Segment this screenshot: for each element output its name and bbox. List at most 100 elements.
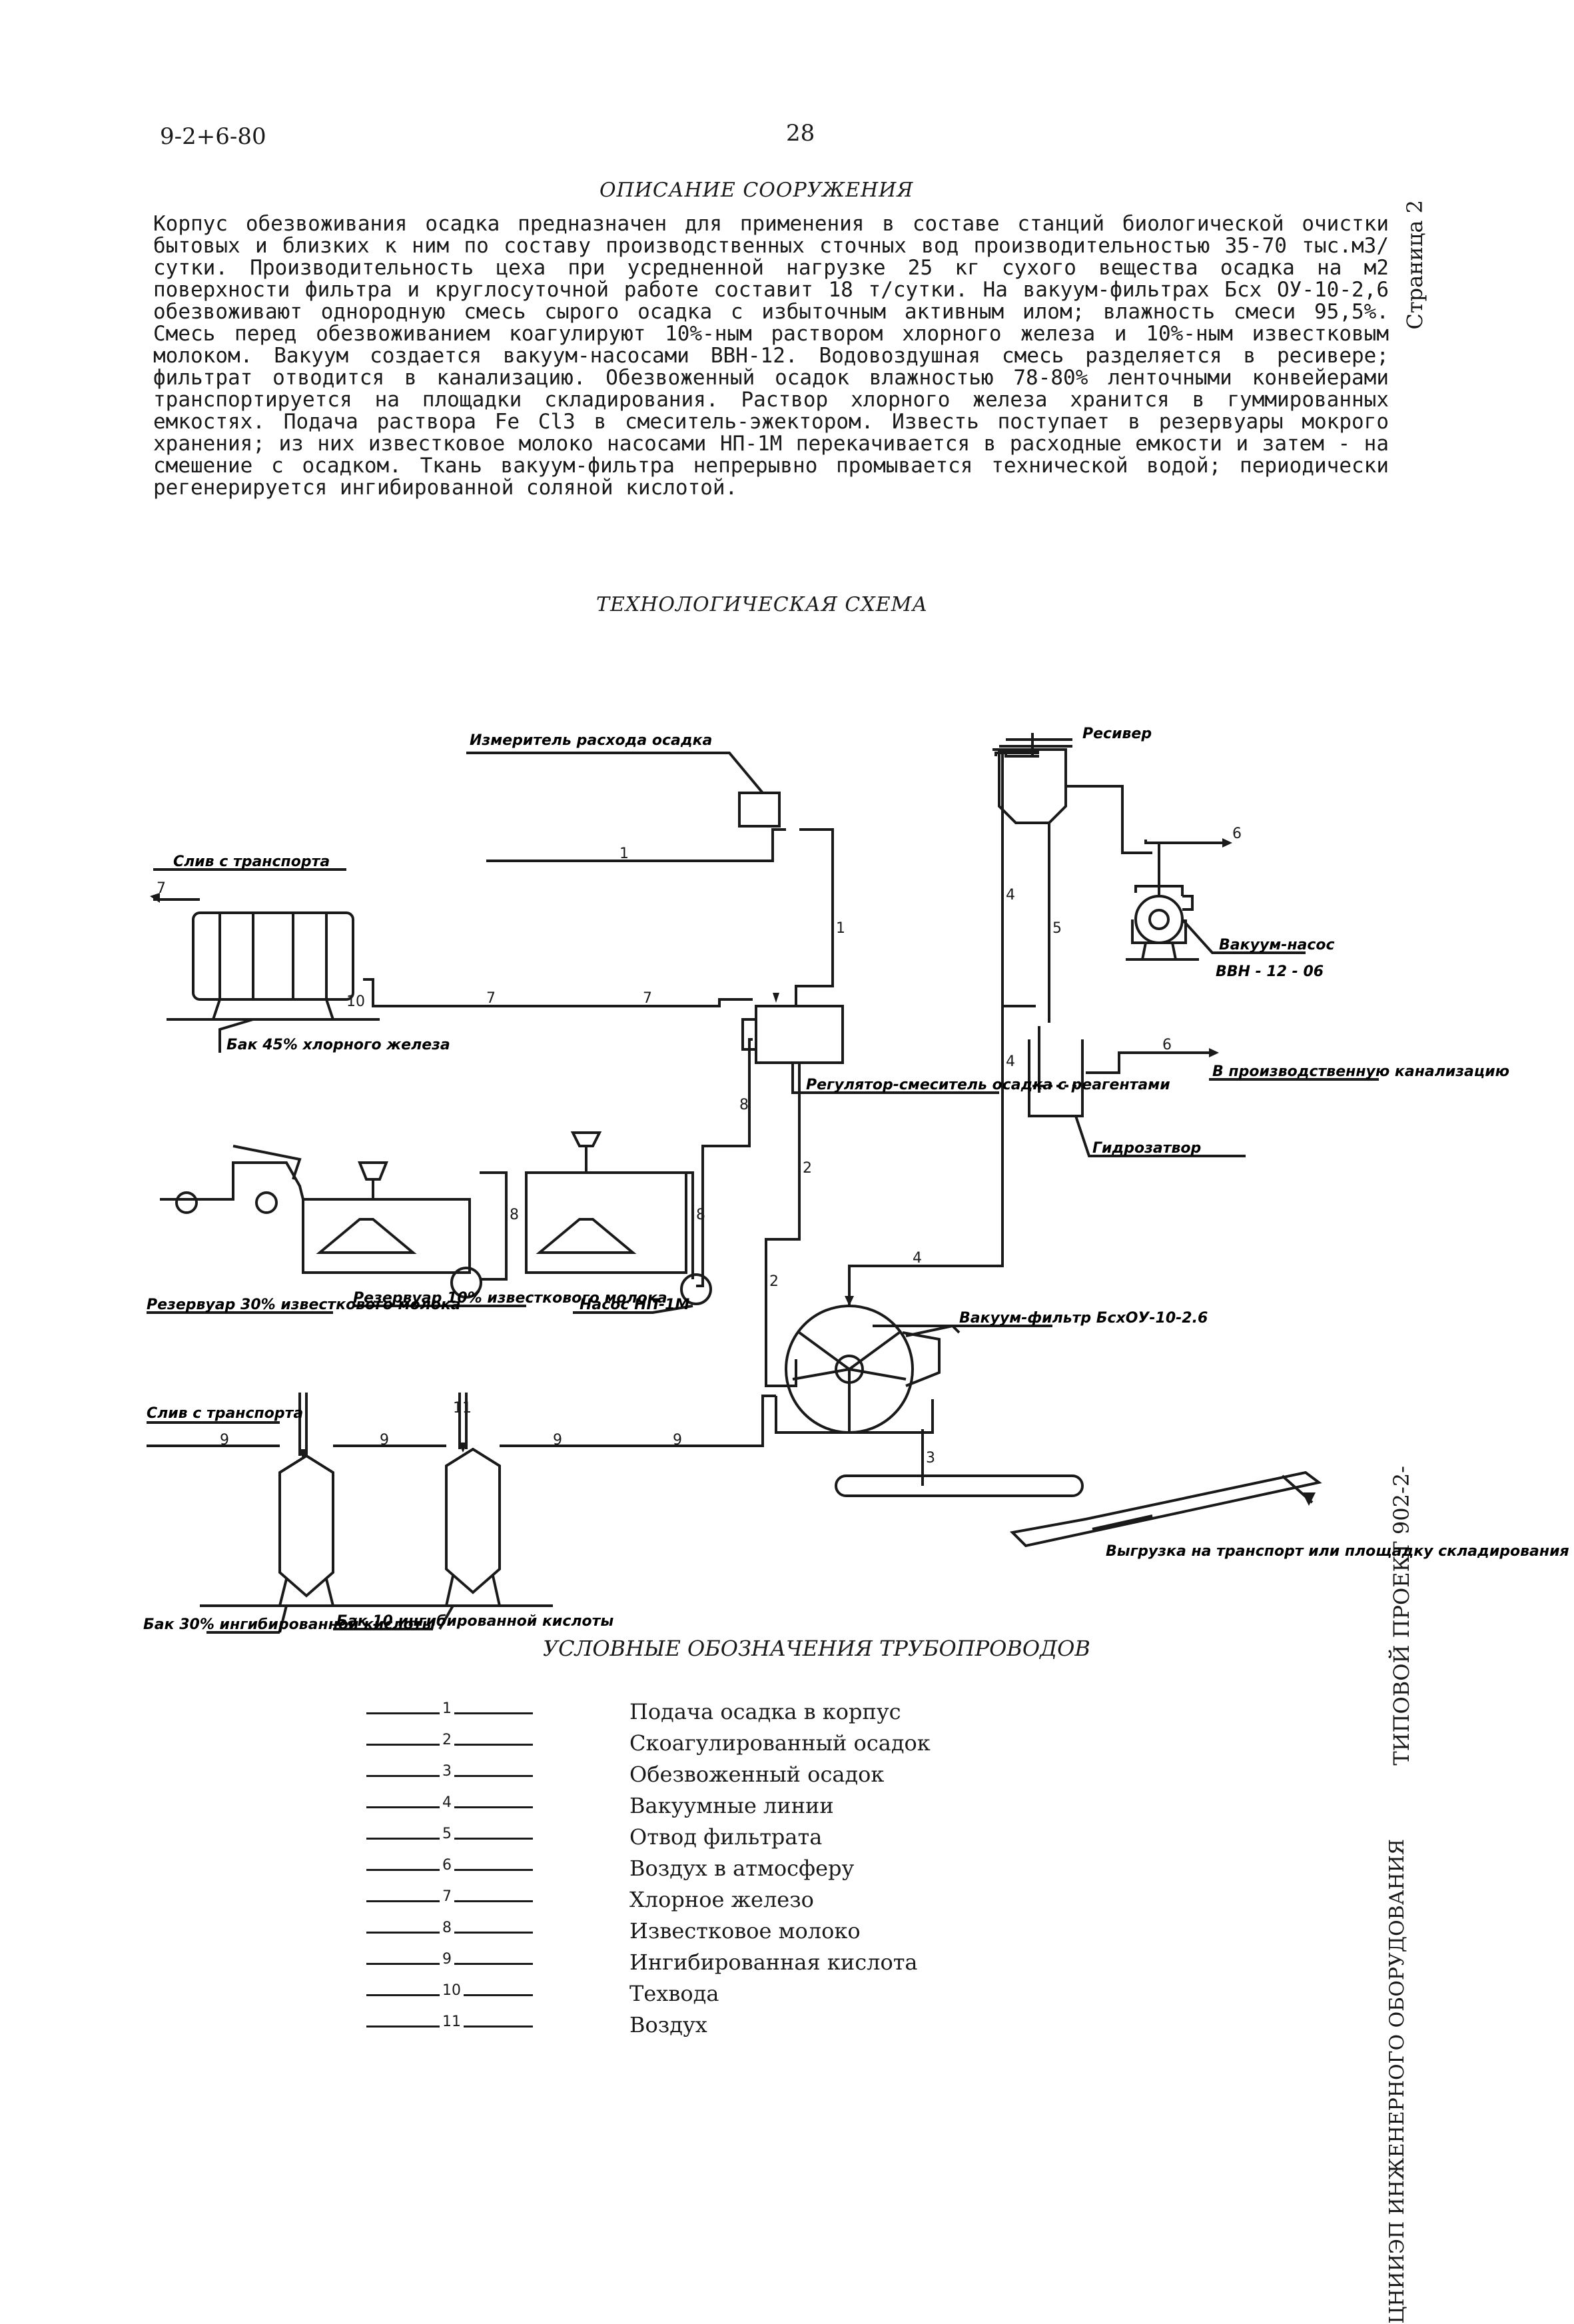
vacuum-filter-group: [775, 1305, 1322, 1548]
pipe-10-11-a: [298, 1393, 308, 1456]
pipe-6-pump: [1158, 842, 1229, 886]
tag-line-2: 2: [803, 1160, 812, 1177]
document-code: 9-2+6-80: [160, 123, 266, 150]
pump-np-1: [450, 1267, 482, 1299]
label-sludge-meter: Измеритель расхода осадка: [470, 732, 712, 749]
conveyor-2: [1009, 1470, 1322, 1548]
legend-row: 7 Хлорное железо: [366, 1887, 966, 1914]
acid-30-leader: [206, 1605, 288, 1634]
pipes-real: [848, 750, 1229, 1306]
legend-description: Вакуумные линии: [629, 1793, 834, 1818]
acid-10-leader: [333, 1605, 454, 1630]
arrow-6-atm: [1222, 838, 1232, 848]
acid-tanks-group: [147, 1393, 776, 1634]
water-seal-leader: [1074, 1115, 1246, 1157]
tag-line-7b: 7: [486, 990, 496, 1007]
legend-description: Хлорное железо: [629, 1887, 814, 1912]
pipe-line-1-down: [795, 828, 834, 1006]
legend-line-number: 3: [440, 1763, 454, 1780]
legend-line-number: 2: [440, 1732, 454, 1748]
pipe-4-receiver-filter: [848, 750, 1039, 1306]
label-drain-transport-2: Слив с транспорта: [147, 1405, 303, 1422]
tag-line-4b: 4: [1006, 1053, 1015, 1070]
pipe-line-7-a: [363, 978, 466, 1007]
legend-line-number: 7: [440, 1888, 454, 1905]
tag-line-5: 5: [1052, 920, 1062, 937]
arrow-in-7: [150, 893, 160, 903]
mixer-regulator-box: [755, 1005, 844, 1064]
tag-line-7a: 7: [157, 880, 166, 897]
page-number: 28: [786, 120, 815, 147]
pipe-4-pump: [1066, 785, 1152, 854]
label-vacuum-pump-model: ВВН - 12 - 06: [1216, 963, 1324, 980]
legend-row: 8 Известковое молоко: [366, 1918, 966, 1945]
tag-line-8b: 8: [510, 1207, 519, 1223]
vacuum-pump-body: [1134, 895, 1184, 944]
arrow-6-seal: [1209, 1048, 1219, 1057]
reservoir-30-body: [302, 1198, 471, 1274]
legend-line-number: 4: [440, 1794, 454, 1811]
acid-tank-30: [278, 1454, 334, 1598]
tag-line-2b: 2: [769, 1273, 779, 1290]
label-reservoir-30: Резервуар 30% известкового молока: [147, 1297, 461, 1313]
conveyor-1: [835, 1474, 1084, 1497]
legend-description: Известковое молоко: [629, 1918, 861, 1944]
description-title: ОПИСАНИЕ СООРУЖЕНИЯ: [599, 179, 914, 202]
scheme-title: ТЕХНОЛОГИЧЕСКАЯ СХЕМА: [596, 593, 929, 616]
tag-line-8c: 8: [696, 1207, 705, 1223]
vacuum-filter-leader: [905, 1324, 961, 1337]
tag-line-6b: 6: [1162, 1037, 1172, 1053]
water-seal-vessel: [1028, 1039, 1084, 1117]
pipe-6-seal: [1086, 1051, 1216, 1074]
legend-line-number: 5: [440, 1826, 454, 1842]
label-vacuum-pump: Вакуум-насос: [1219, 937, 1335, 953]
label-ferric-tank: Бак 45% хлорного железа: [226, 1037, 450, 1053]
legend-description: Ингибированная кислота: [629, 1950, 918, 1975]
tag-line-9d: 9: [673, 1432, 682, 1449]
pipe-10-11-b: [458, 1393, 468, 1449]
tag-line-3: 3: [926, 1450, 935, 1466]
tag-line-9c: 9: [553, 1432, 562, 1449]
ferric-tank-body: [192, 911, 354, 1001]
pipe-9-c: [500, 1395, 776, 1447]
label-vacuum-filter: Вакуум-фильтр БсхОУ-10-2.6: [959, 1310, 1208, 1327]
label-reservoir-10: Резервуар 10% известкового молока: [353, 1290, 667, 1307]
legend-line-number: 10: [440, 1982, 464, 1999]
tag-line-4a: 4: [1006, 887, 1015, 903]
tag-line-9b: 9: [380, 1432, 389, 1449]
legend-title: УСЛОВНЫЕ ОБОЗНАЧЕНИЯ ТРУБОПРОВОДОВ: [543, 1636, 1090, 1661]
legend-description: Обезвоженный осадок: [629, 1762, 885, 1787]
arrow-discharge: [1302, 1492, 1316, 1506]
legend-description: Подача осадка в корпус: [629, 1699, 901, 1724]
legend-description: Воздух в атмосферу: [629, 1856, 855, 1881]
description-paragraph: Корпус обезвоживания осадка предназначен…: [153, 212, 1389, 500]
receiver-leader: [999, 738, 1072, 748]
tag-line-7c: 7: [643, 990, 652, 1007]
tag-line-1b: 1: [836, 920, 845, 937]
vacuum-filter-hood: [902, 1331, 941, 1387]
tag-line-10: 10: [346, 993, 365, 1010]
truck-body: [160, 1161, 304, 1201]
vacuum-filter-trough: [775, 1396, 934, 1434]
label-pump-np: Насос НП-1М: [580, 1297, 689, 1313]
label-sewer: В производственную канализацию: [1212, 1063, 1509, 1080]
water-seal-group: [1028, 1026, 1379, 1157]
label-mixer-regulator: Регулятор-смеситель осадка с реагентами: [806, 1077, 1170, 1093]
legend-line-number: 8: [440, 1920, 454, 1936]
tag-line-4c: 4: [913, 1250, 922, 1267]
acid-tank-10: [445, 1447, 501, 1594]
label-receiver: Ресивер: [1082, 726, 1152, 742]
pipe-line-1: [486, 828, 786, 862]
pipe-line-2: [765, 1063, 801, 1387]
vacuum-pump-leader: [1181, 918, 1306, 954]
vacuum-pump-group: [1126, 885, 1306, 961]
tag-line-11: 11: [453, 1400, 472, 1417]
legend-line-number: 11: [440, 2014, 464, 2030]
tag-line-6a: 6: [1232, 826, 1242, 842]
